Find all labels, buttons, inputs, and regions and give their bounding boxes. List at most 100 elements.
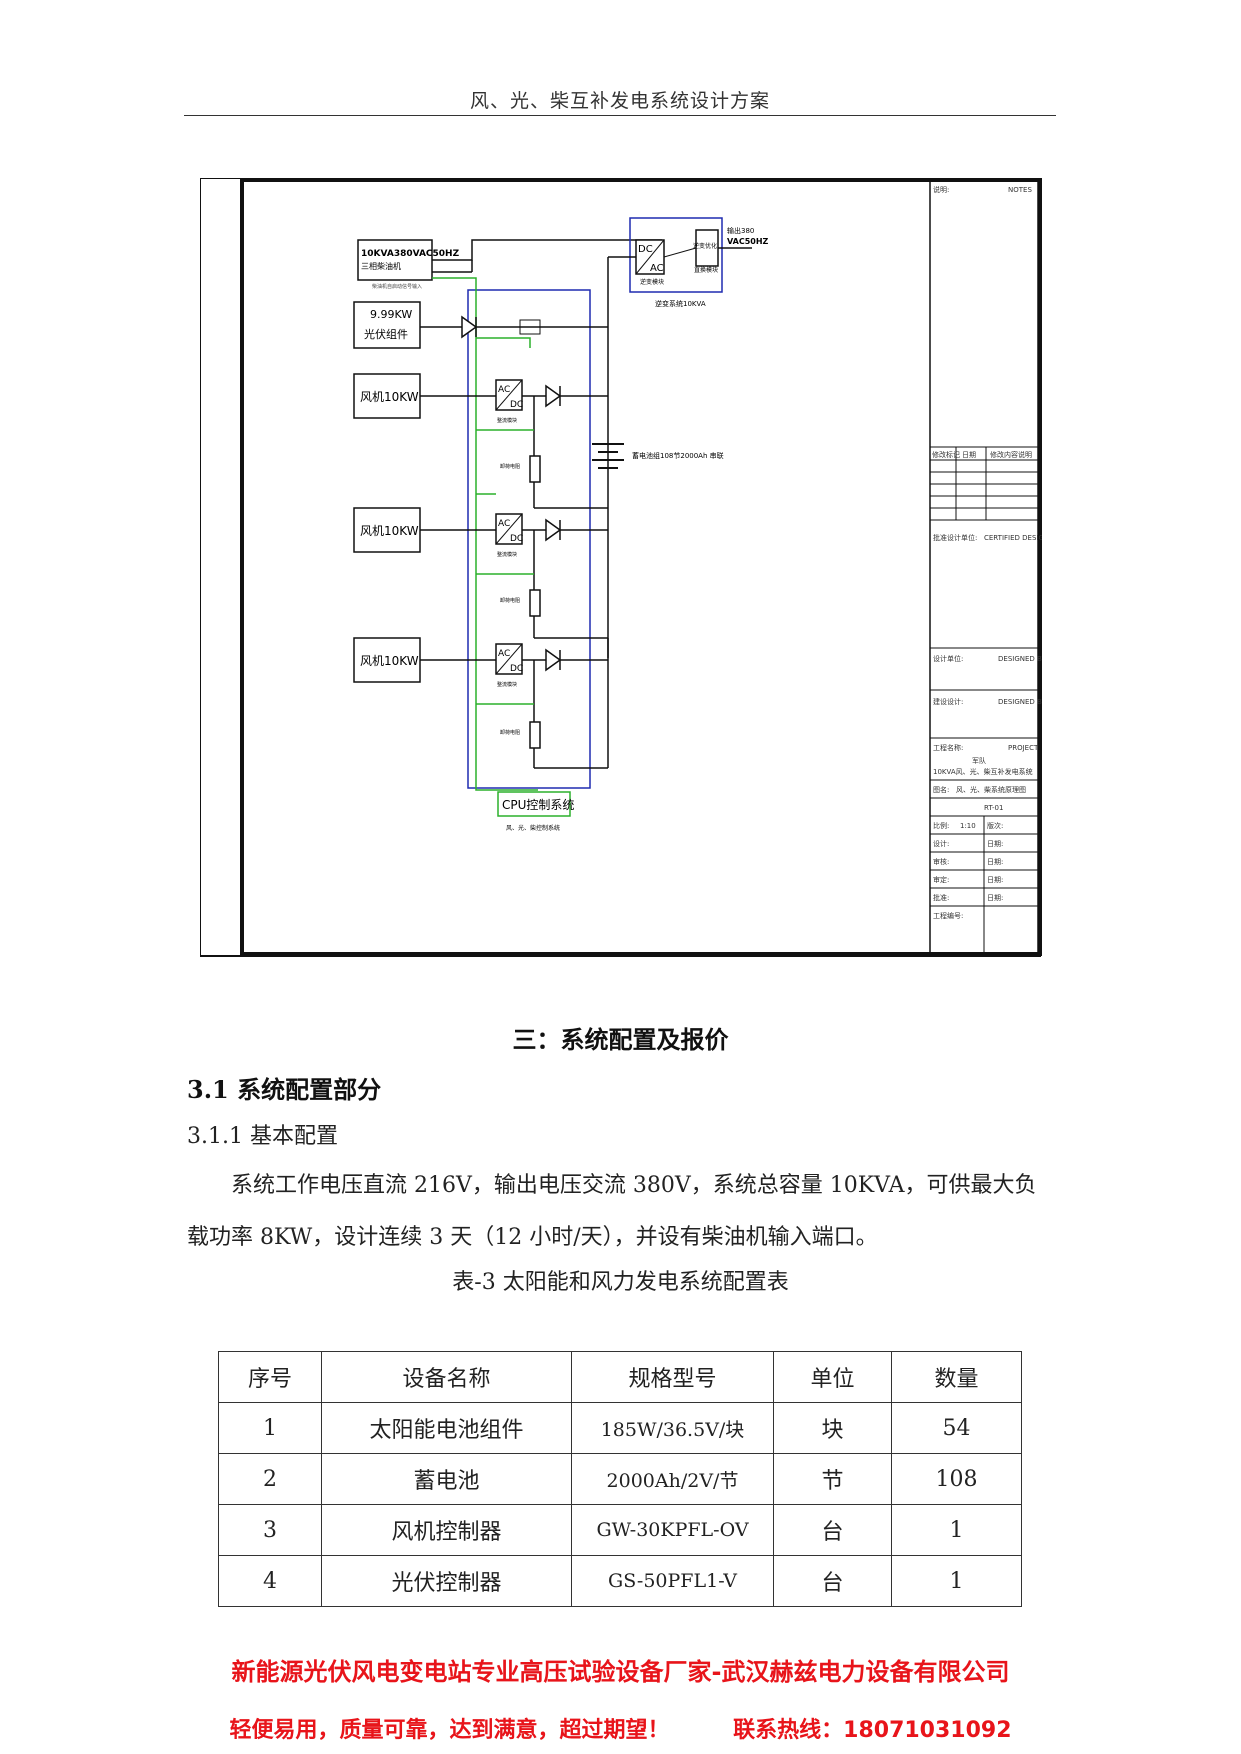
tb-project-right: PROJECT: [1008, 744, 1039, 752]
tb-scale: 比例:: [933, 821, 949, 830]
inverter-filter-label: 直换模块: [694, 266, 718, 274]
cell-spec: GS-50PFL1-V: [571, 1555, 774, 1607]
tb-project: 工程名称:: [933, 743, 963, 752]
tb-scale-value: 1:10: [960, 822, 976, 830]
drawing-inner-frame: [240, 178, 1042, 956]
system-schematic: 说明: NOTES 修改标记 日期 修改内容说明 批准设计单位: CERTIFI…: [200, 178, 1042, 957]
cell-spec: 185W/36.5V/块: [571, 1402, 774, 1454]
cell-index: 4: [218, 1555, 322, 1607]
table-row: 3 风机控制器 GW-30KPFL-OV 台 1: [218, 1504, 1022, 1556]
control-wire: [432, 277, 538, 791]
turbine-label-1: 风机10KW: [360, 390, 419, 404]
dump-label-2: 卸荷电阻: [500, 597, 520, 604]
tb-notes-right: NOTES: [1008, 186, 1032, 194]
footer-slogan-line: 轻便易用，质量可靠，达到满意，超过期望！ 联系热线：18071031092: [0, 1712, 1241, 1744]
acdc-dc-3: DC: [510, 664, 523, 674]
tb-row-design: 设计:: [933, 839, 949, 848]
rect-label-1: 整流模块: [497, 417, 517, 424]
wind-branch-2: 风机10KW AC DC 整流模块 卸荷电阻: [353, 493, 608, 639]
table-row: 4 光伏控制器 GS-50PFL1-V 台 1: [218, 1555, 1022, 1607]
pv-line2: 光伏组件: [364, 327, 408, 341]
cell-name: 风机控制器: [321, 1504, 572, 1556]
tb-row-date4: 日期:: [987, 894, 1003, 902]
drawing-outer-frame: [200, 178, 1041, 957]
footer-hotline: 联系热线：18071031092: [733, 1718, 1012, 1743]
acdc-ac-3: AC: [498, 649, 510, 659]
tb-checked-right: DESIGNED BY: [998, 655, 1042, 663]
footer-slogan: 轻便易用，质量可靠，达到满意，超过期望！: [229, 1718, 670, 1743]
tb-design-right: DESIGNED BY: [998, 698, 1042, 706]
table-row: 2 蓄电池 2000Ah/2V/节 节 108: [218, 1453, 1022, 1505]
th-qty: 数量: [891, 1351, 1022, 1403]
battery-label: 蓄电池组108节2000Ah 串联: [632, 451, 724, 460]
th-unit: 单位: [773, 1351, 892, 1403]
cell-name: 蓄电池: [321, 1453, 572, 1505]
inverter-ac: AC: [650, 263, 664, 274]
dump-label-3: 卸荷电阻: [500, 729, 520, 736]
tb-version: 版次:: [987, 821, 1003, 830]
acdc-dc-2: DC: [510, 534, 523, 544]
diesel-line2: 三相柴油机: [361, 261, 401, 271]
tb-row-projno: 工程编号:: [933, 911, 963, 920]
tb-rev-mark: 修改标记: [932, 450, 960, 459]
inverter-output1: 输出380: [727, 226, 754, 235]
cell-index: 1: [218, 1402, 322, 1454]
cell-qty: 1: [891, 1504, 1022, 1556]
tb-notes: 说明:: [933, 185, 949, 194]
footer-company-line: 新能源光伏风电变电站专业高压试验设备厂家-武汉赫兹电力设备有限公司: [231, 1658, 1010, 1686]
cell-index: 2: [218, 1453, 322, 1505]
inverter-system-box: [629, 217, 723, 293]
header-rule: [184, 115, 1056, 116]
tb-row-date3: 日期:: [987, 876, 1003, 884]
cell-spec: 2000Ah/2V/节: [571, 1453, 774, 1505]
title-block: 说明: NOTES 修改标记 日期 修改内容说明 批准设计单位: CERTIFI…: [929, 179, 1042, 955]
cell-unit: 台: [773, 1504, 892, 1556]
tb-approved-right: CERTIFIED DESIGN: [984, 534, 1042, 542]
cpu-sub: 风、光、柴控制系统: [506, 824, 560, 832]
page-header: 风、光、柴互补发电系统设计方案: [469, 90, 770, 112]
tb-design: 建设设计:: [933, 697, 963, 706]
body-paragraph: 系统工作电压直流 216V，输出电压交流 380V，系统总容量 10KVA，可供…: [187, 1173, 1037, 1250]
table-header-row: 序号 设备名称 规格型号 单位 数量: [218, 1351, 1022, 1403]
section-title: 三：系统配置及报价: [512, 1025, 729, 1054]
tb-checked: 设计单位:: [933, 654, 963, 663]
tb-row-check: 审核:: [933, 857, 949, 866]
inverter-system-label: 逆变系统10KVA: [655, 299, 706, 308]
tb-proj-name1: 军队: [972, 756, 986, 765]
tb-drawing-name: 风、光、柴系统原理图: [956, 785, 1026, 794]
table-row: 1 太阳能电池组件 185W/36.5V/块 块 54: [218, 1402, 1022, 1454]
inverter-transformer-label: 逆变优化: [693, 242, 717, 250]
controller-box: [467, 289, 591, 789]
turbine-label-3: 风机10KW: [360, 654, 419, 668]
cell-unit: 节: [773, 1453, 892, 1505]
tb-rev-content: 修改内容说明: [990, 450, 1032, 459]
cell-name: 太阳能电池组件: [321, 1402, 572, 1454]
turbine-box-3: [353, 637, 421, 683]
th-name: 设备名称: [321, 1351, 572, 1403]
subsection-heading: 3.1 系统配置部分: [187, 1075, 382, 1104]
tb-proj-name2: 10KVA风、光、柴互补发电系统: [933, 767, 1033, 776]
cell-name: 光伏控制器: [321, 1555, 572, 1607]
tb-approved: 批准设计单位:: [933, 533, 977, 542]
config-table: 序号 设备名称 规格型号 单位 数量 1 太阳能电池组件 185W/36.5V/…: [218, 1351, 1022, 1607]
tb-number: RT-01: [984, 804, 1003, 812]
table-caption: 表-3 太阳能和风力发电系统配置表: [452, 1270, 789, 1295]
acdc-ac-2: AC: [498, 519, 510, 529]
tb-row-ratify: 批准:: [933, 893, 949, 902]
wind-branch-1: 风机10KW AC DC 整流模块 卸荷电阻: [353, 373, 608, 509]
th-index: 序号: [218, 1351, 322, 1403]
inverter-output2: VAC50HZ: [727, 237, 769, 246]
tb-row-date2: 日期:: [987, 858, 1003, 866]
turbine-box-1: [353, 373, 421, 419]
cell-unit: 台: [773, 1555, 892, 1607]
cell-qty: 108: [891, 1453, 1022, 1505]
diesel-line1: 10KVA380VAC50HZ: [361, 249, 460, 259]
cpu-label: CPU控制系统: [502, 798, 574, 812]
tb-rev-date: 日期: [962, 451, 976, 459]
cell-spec: GW-30KPFL-OV: [571, 1504, 774, 1556]
subsubsection-heading: 3.1.1 基本配置: [187, 1124, 338, 1149]
th-spec: 规格型号: [571, 1351, 774, 1403]
inverter-dc: DC: [638, 244, 653, 255]
turbine-label-2: 风机10KW: [360, 524, 419, 538]
cpu-box: [497, 791, 571, 817]
